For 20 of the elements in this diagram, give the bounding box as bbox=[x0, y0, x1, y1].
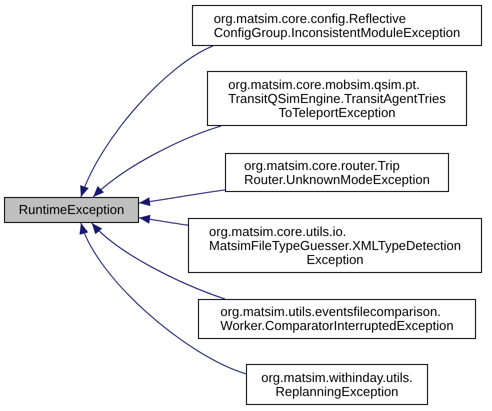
class-box bbox=[188, 218, 482, 273]
class-name: org.matsim.core.config.Reflective ConfigGroup.InconsistentModuleException bbox=[214, 12, 460, 40]
base-class-box bbox=[4, 197, 139, 223]
class-name: org.matsim.core.router.Trip Router.UnknownModeException bbox=[244, 158, 430, 186]
inheritance-arrow bbox=[92, 126, 222, 198]
inheritance-arrow bbox=[80, 222, 246, 374]
inheritance-arrow bbox=[138, 190, 226, 206]
class-box bbox=[207, 71, 467, 126]
class-box bbox=[246, 364, 428, 405]
class-box bbox=[192, 5, 482, 46]
class-name: RuntimeException bbox=[18, 203, 124, 217]
class-box bbox=[225, 153, 449, 192]
inheritance-arrow bbox=[80, 46, 214, 198]
class-name: org.matsim.core.mobsim.qsim.pt. TransitQSimEngine.TransitAgentTries ToTeleportException bbox=[228, 78, 446, 120]
class-name: org.matsim.core.utils.io. MatsimFileTypeGuesser.XMLTypeDetection Exception bbox=[209, 224, 461, 266]
inheritance-arrow bbox=[91, 222, 226, 300]
class-name: org.matsim.utils.eventsfilecomparison. Worker.ComparatorInterruptedException bbox=[220, 305, 454, 333]
class-box bbox=[198, 299, 476, 339]
inheritance-arrow bbox=[138, 214, 188, 226]
class-name: org.matsim.withinday.utils. ReplanningException bbox=[261, 370, 413, 398]
